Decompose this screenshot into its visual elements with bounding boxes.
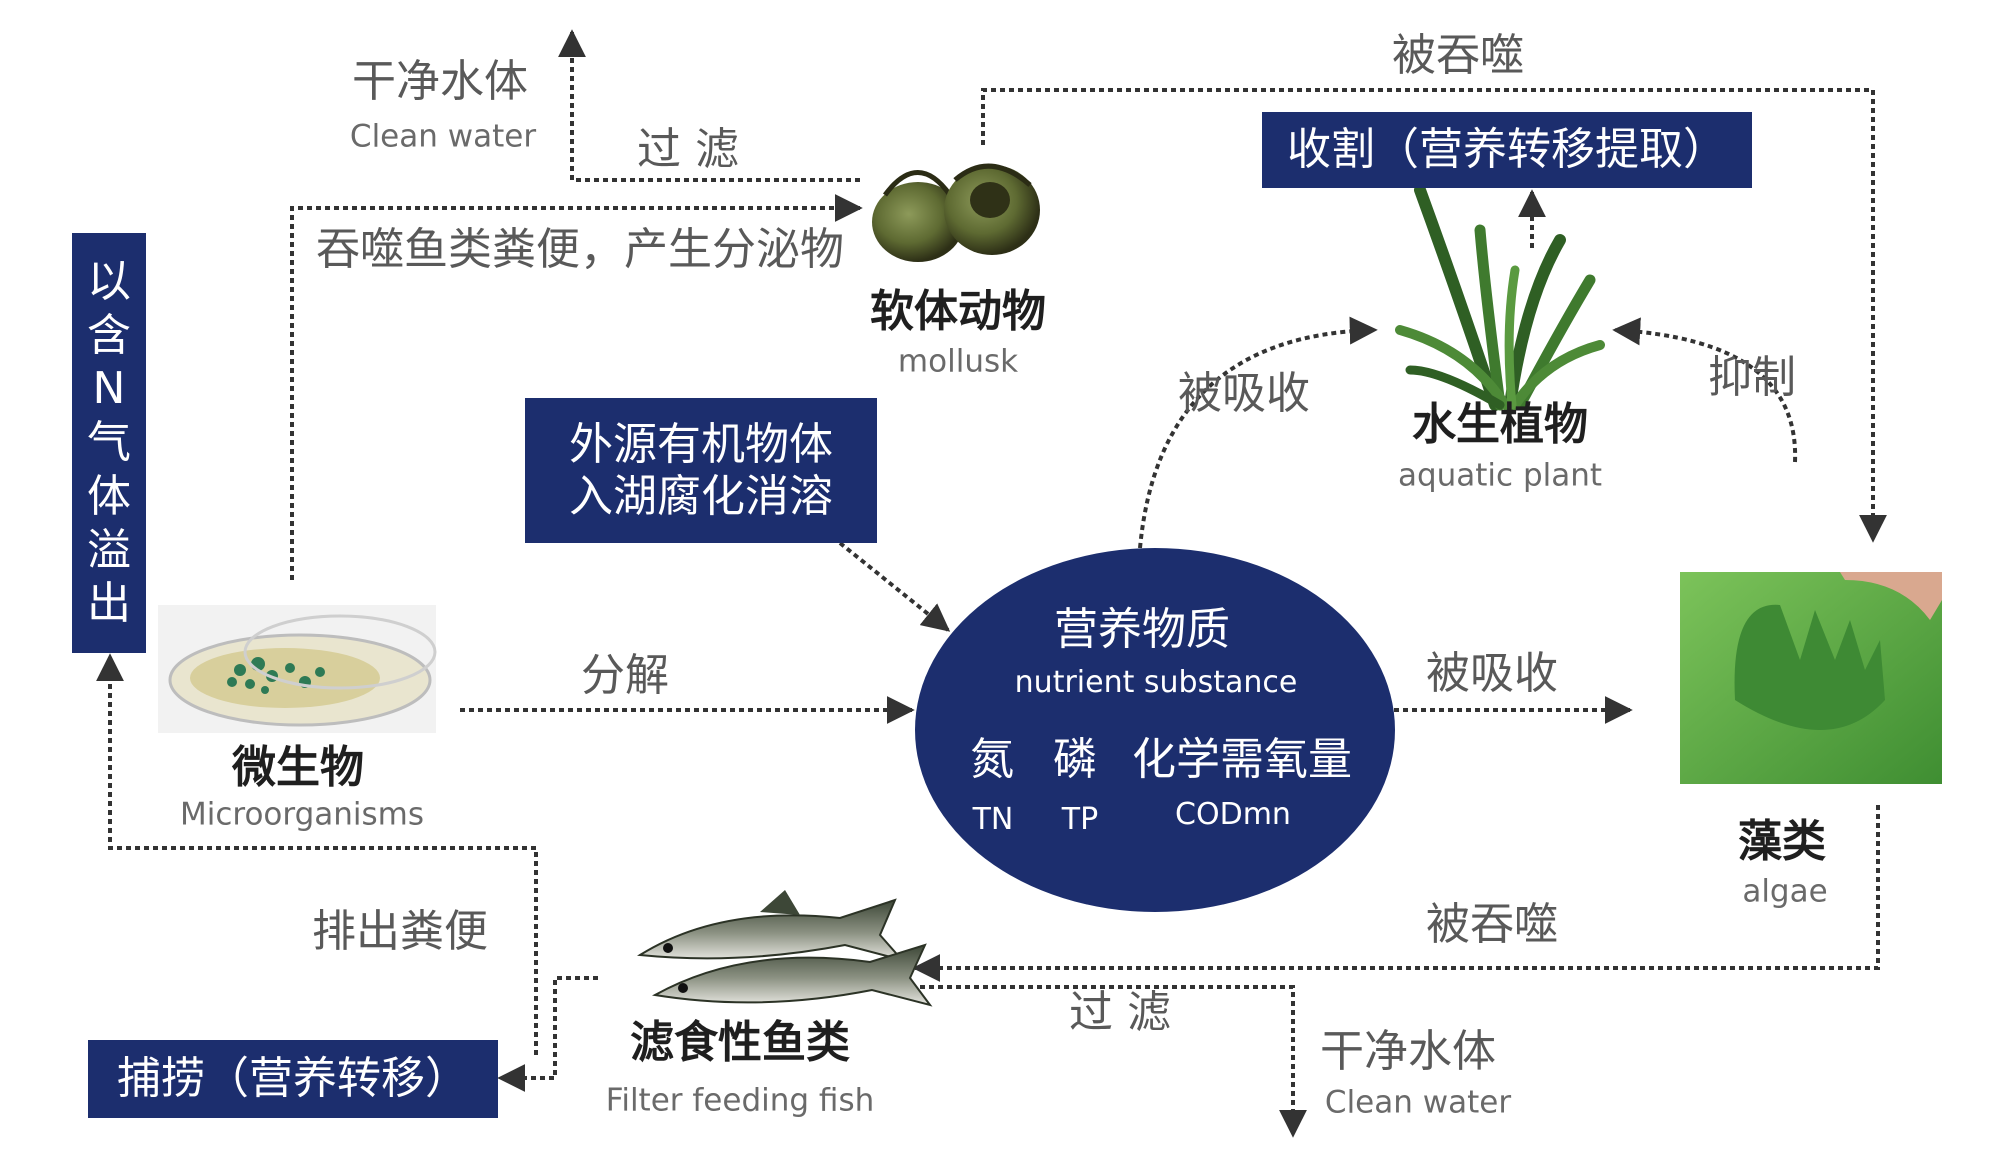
clean-water-bottom-zh: 干净水体 <box>1320 1026 1496 1077</box>
clean-water-top-zh: 干净水体 <box>352 56 528 107</box>
clean-water-top-en: Clean water <box>349 118 537 155</box>
arrow-fish-filter-clean-water <box>920 985 1307 1138</box>
n-gas-char: 出 <box>87 578 131 630</box>
aquatic-plant-zh: 水生植物 <box>1412 399 1588 450</box>
algae-image <box>1680 572 1942 784</box>
nutrient-title-en: nutrient substance <box>1014 665 1298 700</box>
excrete-feces-label: 排出粪便 <box>312 906 488 957</box>
algae-zh: 藻类 <box>1738 816 1826 867</box>
arrow-algae-inhibit-plant <box>1612 317 1798 463</box>
n-gas-char: N <box>92 363 126 415</box>
nitrogen-zh: 氮 <box>970 734 1014 785</box>
microorganisms-zh: 微生物 <box>232 742 364 793</box>
filter-bottom-label: 过 滤 <box>1069 987 1171 1038</box>
arrow-filter-to-clean-water-top <box>558 29 860 182</box>
fishing-label: 捕捞（营养转移） <box>117 1053 469 1105</box>
phosphorus-en: TP <box>1061 802 1099 837</box>
n-gas-char: 以 <box>87 256 131 308</box>
external-organic-line2: 入湖腐化消溶 <box>569 470 833 522</box>
mollusk-image <box>872 163 1040 262</box>
clean-water-bottom-en: Clean water <box>1324 1084 1512 1121</box>
nutrient-ellipse <box>915 548 1395 912</box>
microorganisms-en: Microorganisms <box>179 796 425 833</box>
nitrogen-en: TN <box>972 802 1014 837</box>
eaten-top-label: 被吞噬 <box>1392 30 1524 81</box>
arrow-mollusk-to-fish-feces <box>290 194 863 580</box>
external-organic-line1: 外源有机物体 <box>569 418 833 470</box>
microorganisms-image <box>158 605 437 733</box>
harvest-box: 收割（营养转移提取） <box>1262 112 1752 188</box>
algae-en: algae <box>1742 873 1828 910</box>
connector-arrows <box>96 29 1887 1138</box>
mollusk-en: mollusk <box>897 343 1019 380</box>
decompose-label: 分解 <box>581 650 669 701</box>
arrow-algae-eaten-by-fish <box>912 805 1880 982</box>
cod-zh: 化学需氧量 <box>1132 734 1352 785</box>
cod-en: CODmn <box>1175 797 1291 832</box>
external-organic-box: 外源有机物体 入湖腐化消溶 <box>525 398 877 543</box>
absorbed-by-plant-label: 被吸收 <box>1178 368 1310 419</box>
arrow-fish-to-fishing <box>497 976 598 1092</box>
fish-image <box>636 890 933 1007</box>
mollusk-zh: 软体动物 <box>870 286 1046 337</box>
arrow-mollusk-eaten-to-algae <box>981 88 1887 543</box>
inhibit-label: 抑制 <box>1708 352 1796 403</box>
arrow-excrete-to-n-gas <box>96 653 538 1055</box>
harvest-label: 收割（营养转移提取） <box>1287 124 1727 176</box>
eat-feces-label: 吞噬鱼类粪便，产生分泌物 <box>316 224 844 275</box>
fishing-box: 捕捞（营养转移） <box>88 1040 498 1118</box>
n-gas-char: 体 <box>87 470 131 522</box>
n-gas-box: 以 含 N 气 体 溢 出 <box>72 233 146 653</box>
n-gas-char: 气 <box>87 417 131 469</box>
filter-top-label: 过 滤 <box>637 124 739 175</box>
absorbed-by-algae-label: 被吸收 <box>1426 648 1558 699</box>
aquatic-plant-en: aquatic plant <box>1397 457 1603 494</box>
aquatic-plant-image <box>1395 184 1605 411</box>
n-gas-char: 含 <box>87 309 131 361</box>
filter-fish-zh: 滤食性鱼类 <box>630 1017 850 1068</box>
filter-fish-en: Filter feeding fish <box>605 1082 875 1119</box>
phosphorus-zh: 磷 <box>1053 734 1097 785</box>
nutrient-title-zh: 营养物质 <box>1054 604 1230 655</box>
n-gas-char: 溢 <box>87 524 131 576</box>
eaten-bottom-label: 被吞噬 <box>1426 899 1558 950</box>
